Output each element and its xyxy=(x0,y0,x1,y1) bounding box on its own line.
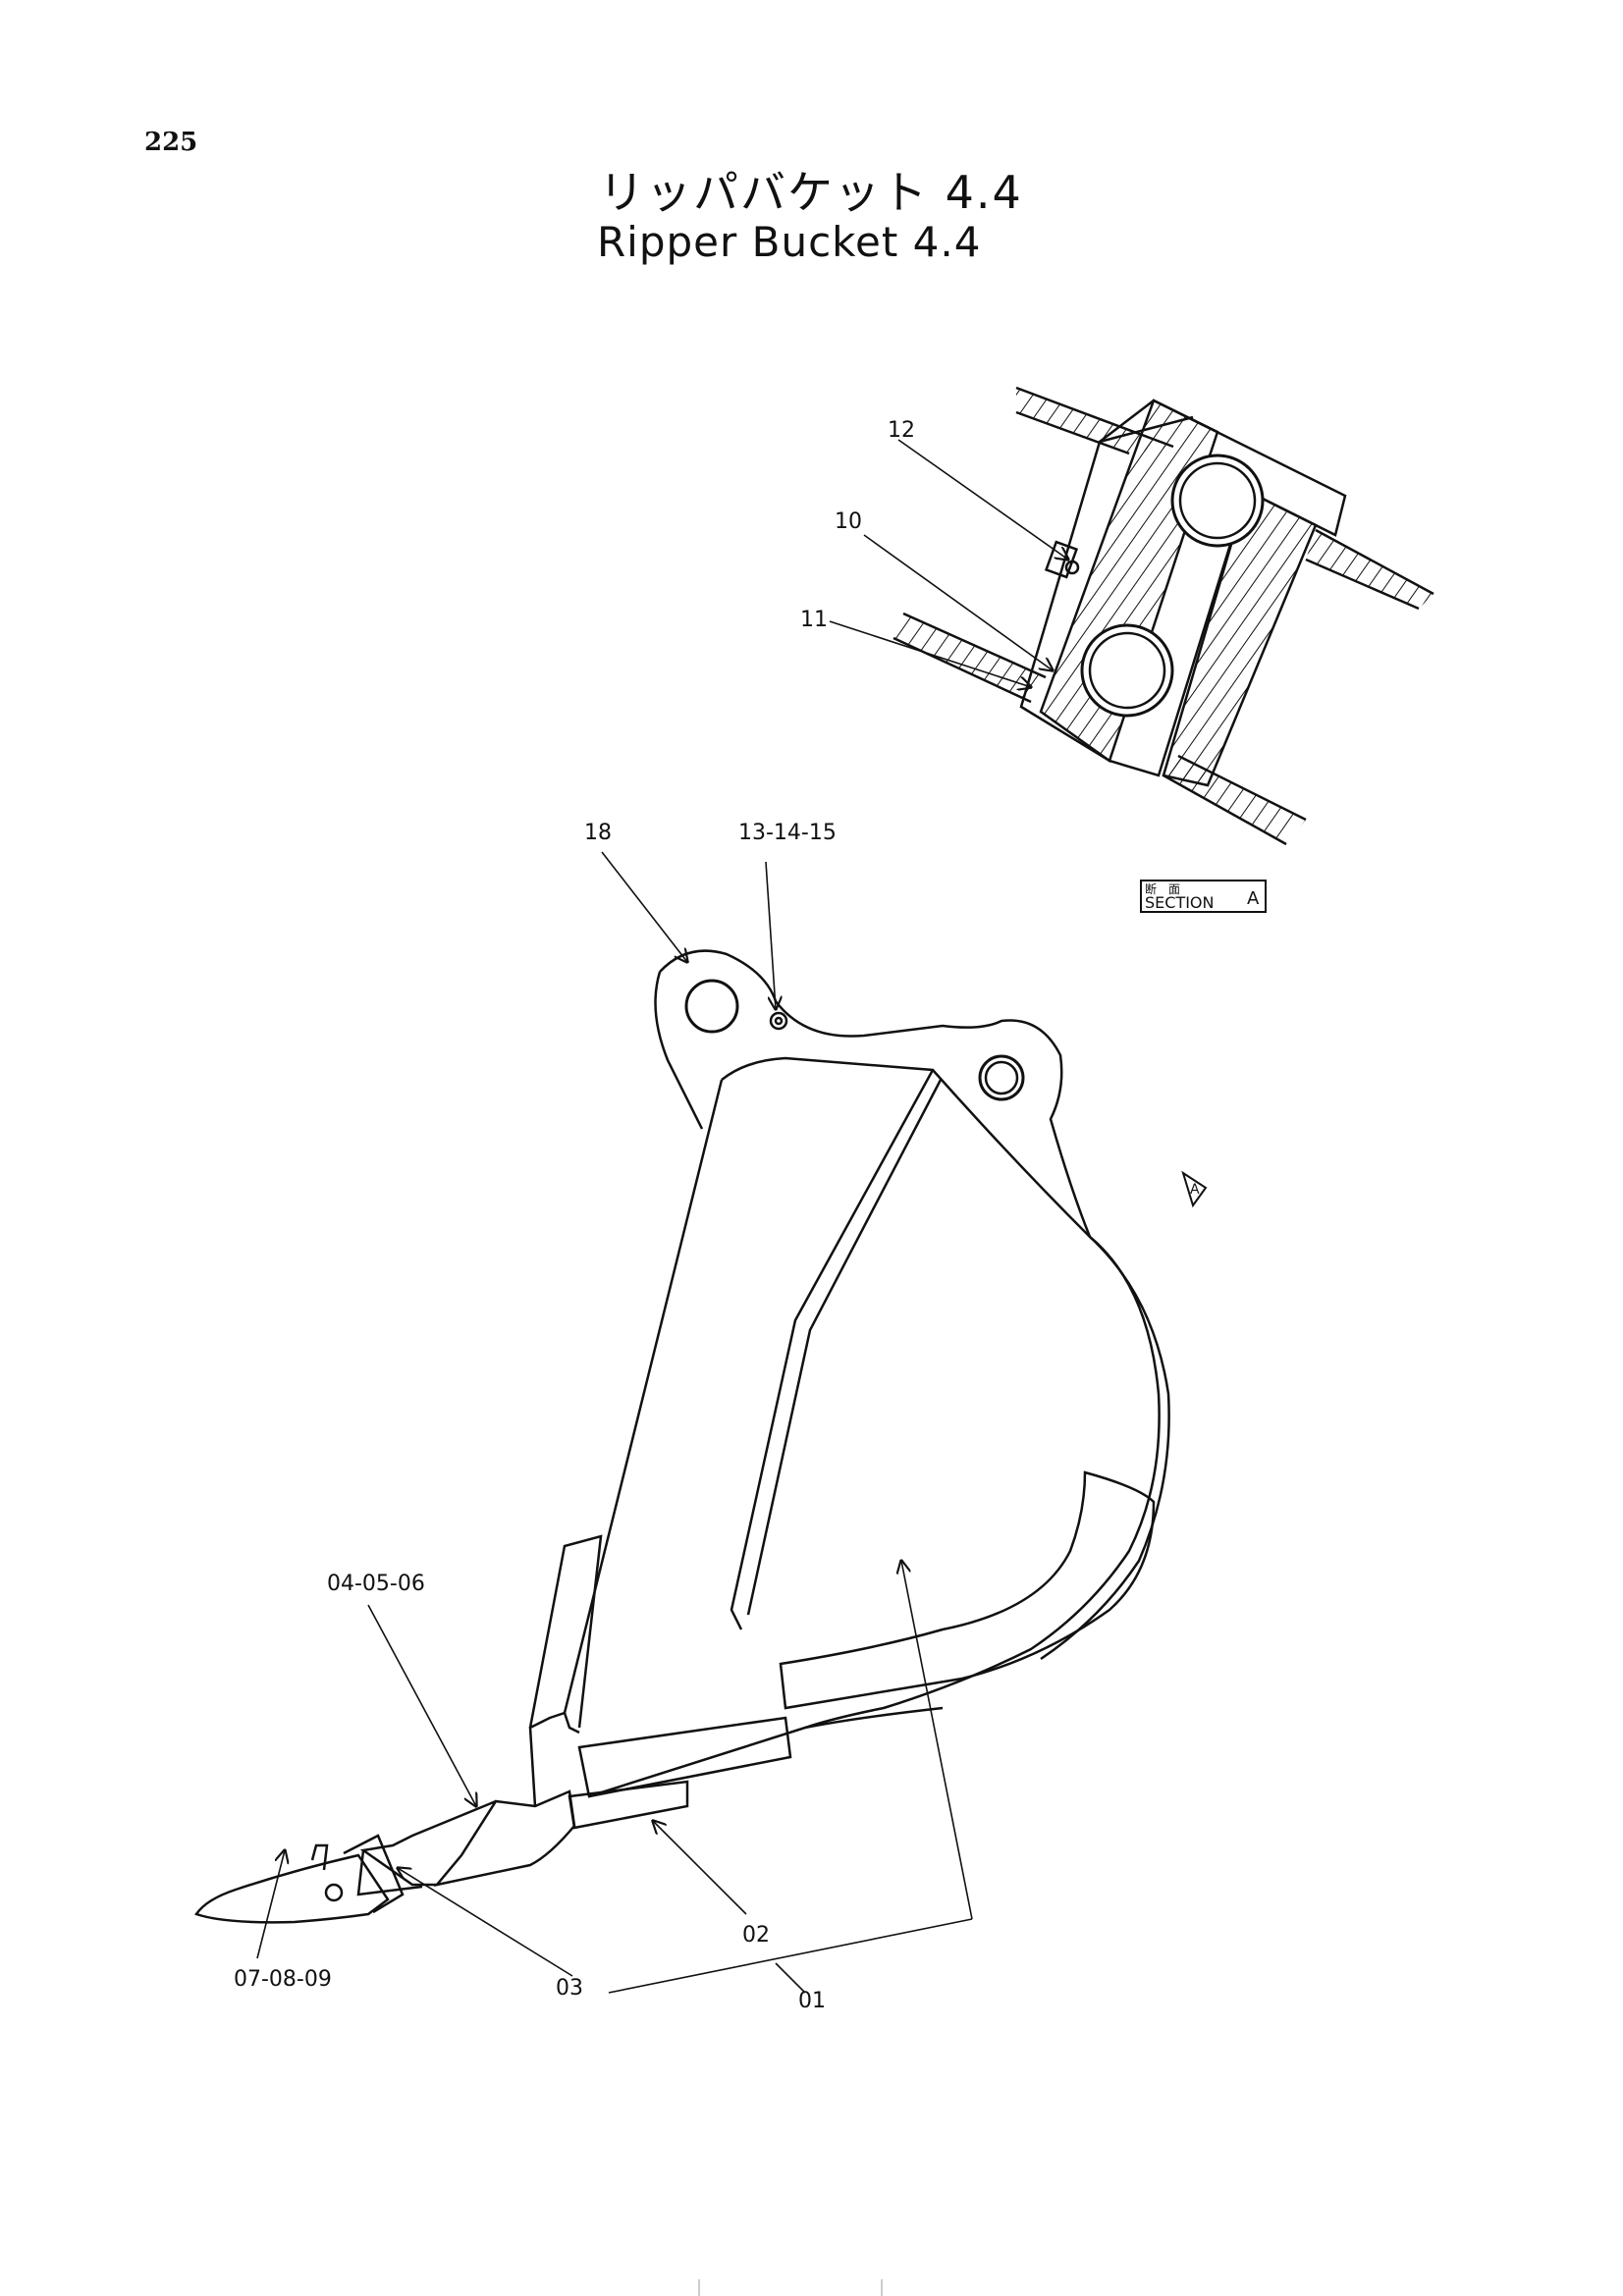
callout-13-14-15: 13-14-15 xyxy=(738,821,837,845)
section-kanji: 断 面 xyxy=(1145,881,1180,896)
callout-02: 02 xyxy=(742,1923,770,1948)
section-a-detail xyxy=(893,386,1434,846)
callout-03: 03 xyxy=(556,1976,583,2001)
view-letter: A xyxy=(1190,1182,1200,1198)
page-number: 225 xyxy=(144,128,198,157)
callout-07-08-09: 07-08-09 xyxy=(234,1967,332,1992)
callout-12: 12 xyxy=(888,418,915,443)
title-japanese: リッパバケット 4.4 xyxy=(599,166,1023,219)
callout-labels: 12 10 11 18 13-14-15 04-05-06 07-08-09 0… xyxy=(234,418,915,2013)
section-text: SECTION xyxy=(1145,893,1215,912)
callout-04-05-06: 04-05-06 xyxy=(327,1572,425,1596)
section-letter: A xyxy=(1247,888,1260,909)
view-a-marker: A xyxy=(1181,1170,1208,1208)
leader-lines xyxy=(256,439,1068,1994)
title-english: Ripper Bucket 4.4 xyxy=(597,218,982,266)
section-a-label: 断 面 SECTION A xyxy=(1140,880,1267,913)
footer-marks xyxy=(698,2279,883,2296)
callout-18: 18 xyxy=(584,821,612,845)
callout-11: 11 xyxy=(800,608,828,632)
callout-01: 01 xyxy=(798,1989,826,2013)
callout-10: 10 xyxy=(835,509,862,534)
ripper-bucket-body xyxy=(194,949,1170,1924)
